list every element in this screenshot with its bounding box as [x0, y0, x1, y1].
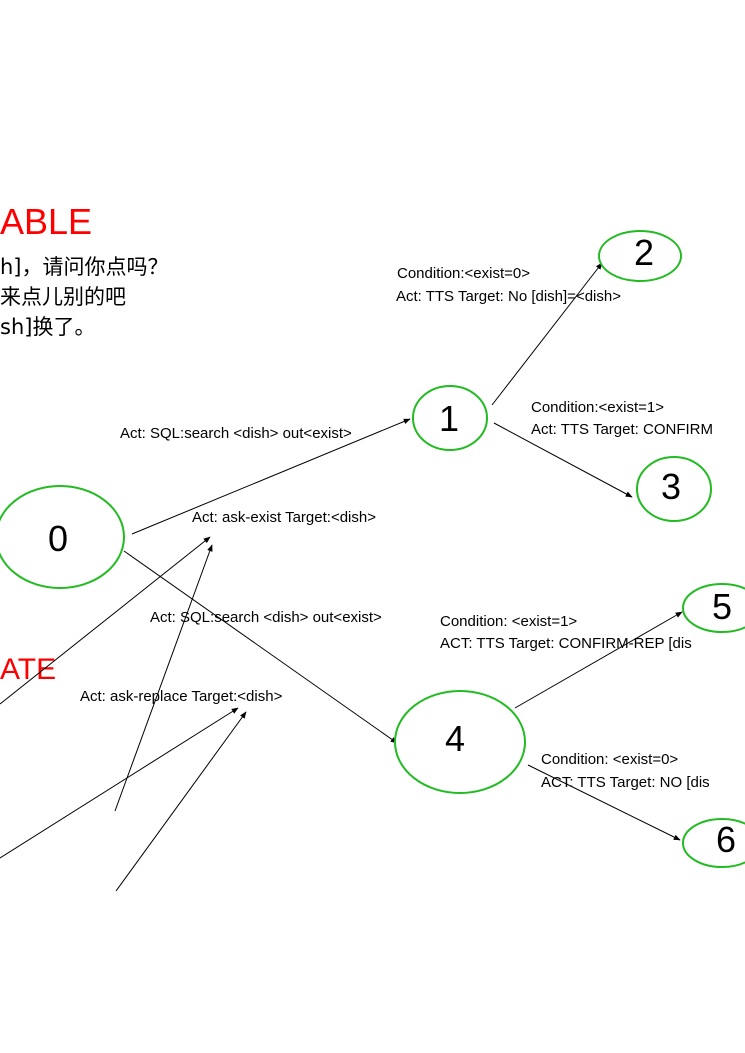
- label-c6-condition: Condition: <exist=0>: [541, 751, 678, 768]
- label-c2-act: Act: TTS Target: No [dish]=<dish>: [396, 288, 621, 305]
- edge-in-ask-exist-b: [114, 544, 213, 812]
- node-2-label: 2: [634, 232, 654, 273]
- node-0-label: 0: [48, 518, 68, 559]
- label-c3-act: Act: TTS Target: CONFIRM: [531, 421, 713, 438]
- edge-1-3: [493, 422, 633, 498]
- edge-in-ask-replace-a: [0, 707, 239, 859]
- label-c6-act: ACT: TTS Target: NO [dis: [541, 774, 710, 791]
- node-3: [636, 456, 712, 522]
- node-0: [0, 485, 125, 589]
- edge-4-6: [527, 764, 681, 841]
- label-sql-2: Act: SQL:search <dish> out<exist>: [150, 609, 382, 626]
- node-6-label: 6: [716, 819, 736, 860]
- node-4-label: 4: [445, 718, 465, 759]
- label-ask-exist: Act: ask-exist Target:<dish>: [192, 509, 376, 526]
- node-1-label: 1: [439, 398, 459, 439]
- edge-0-4: [123, 550, 398, 744]
- chinese-line-2: 来点儿别的吧: [0, 285, 126, 309]
- label-c5-condition: Condition: <exist=1>: [440, 613, 577, 630]
- node-6: [682, 818, 745, 868]
- edge-1-2: [491, 262, 603, 406]
- label-c2-condition: Condition:<exist=0>: [397, 265, 530, 282]
- node-3-label: 3: [661, 466, 681, 507]
- edge-0-1: [131, 418, 411, 535]
- title-able: ABLE: [0, 201, 92, 242]
- edges: [0, 262, 683, 892]
- chinese-line-3: sh]换了。: [0, 315, 95, 339]
- nodes: [0, 230, 745, 868]
- chinese-line-1: h]，请问你点吗？: [0, 255, 169, 279]
- label-sql-1: Act: SQL:search <dish> out<exist>: [120, 425, 352, 442]
- node-4: [394, 690, 526, 794]
- label-ask-replace: Act: ask-replace Target:<dish>: [80, 688, 283, 705]
- node-5-label: 5: [712, 586, 732, 627]
- label-c5-act: ACT: TTS Target: CONFIRM-REP [dis: [440, 635, 692, 652]
- node-2: [598, 230, 682, 282]
- node-5: [682, 583, 745, 633]
- edge-4-5: [514, 611, 683, 709]
- label-c3-condition: Condition:<exist=1>: [531, 399, 664, 416]
- edge-in-ask-exist-a: [0, 536, 211, 705]
- edge-in-ask-replace-b: [115, 711, 247, 892]
- title-ate: ATE: [0, 653, 56, 686]
- node-1: [412, 385, 488, 451]
